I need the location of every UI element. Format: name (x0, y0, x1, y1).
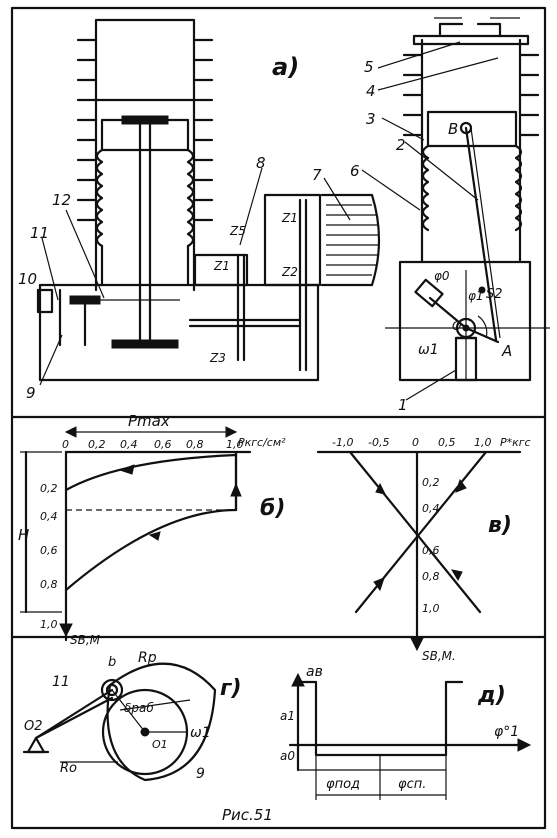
chart-b-xtick-1: 0,2 (88, 438, 106, 451)
chart-v (316, 450, 522, 652)
cam-delta: δраб (124, 701, 154, 715)
chart-b (20, 426, 252, 642)
gear-Z1: Z1 (281, 211, 298, 225)
cam-rp: Rp (138, 650, 157, 666)
num-7: 7 (312, 166, 322, 184)
num-2: 2 (396, 136, 406, 154)
cam-mechanism (22, 662, 217, 782)
chart-b-xtick-4: 0,8 (186, 438, 204, 451)
chart-b-xtick-0: 0 (62, 438, 69, 451)
num-3: 3 (366, 110, 376, 128)
num-1: 1 (398, 396, 408, 414)
right-engine (385, 17, 550, 382)
mech-A: A (501, 342, 512, 360)
chart-v-xunit: P*кгс (500, 436, 531, 449)
chart-v-ytick-3: 0,6 (422, 544, 440, 557)
chart-v-xtick-1: -0,5 (368, 436, 389, 449)
mech-phi0: φ0 (434, 269, 450, 283)
chart-b-xtick-5: 1,0 (226, 438, 244, 451)
chart-b-xunit: Pкгс/см² (238, 436, 286, 449)
chart-v-yaxis: SВ,М. (422, 649, 456, 663)
chart-v-xtick-0: -1,0 (332, 436, 353, 449)
chart-b-ytick-4: 0,8 (40, 578, 58, 591)
leaders (39, 41, 499, 401)
num-4: 4 (366, 82, 376, 100)
num-6: 6 (350, 162, 360, 180)
chart-d-phipod: φпод (326, 777, 360, 792)
mech-phi1: φ1 (468, 289, 484, 303)
cam-o1: O1 (152, 738, 168, 751)
label-panel-b: б) (260, 496, 285, 521)
num-10: 10 (18, 270, 37, 288)
left-engine (36, 18, 381, 382)
label-panel-g: г) (220, 676, 242, 701)
chart-d-phi: φ°1 (494, 724, 519, 740)
chart-d-a1: a1 (280, 709, 295, 723)
cam-omega: ω1 (190, 725, 211, 741)
chart-d-a0: a0 (280, 749, 295, 763)
num-11: 11 (30, 224, 49, 242)
gear-Z2: Z2 (281, 265, 298, 279)
chart-b-pmax: Pmax (128, 412, 170, 430)
chart-b-ytick-2: 0,4 (40, 510, 58, 523)
chart-b-ytick-3: 0,6 (40, 544, 58, 557)
mech-B: B (448, 120, 458, 138)
gear-z3: Z3 (209, 351, 226, 365)
figure-caption: Рис.51 (222, 806, 273, 824)
label-panel-v: в) (488, 513, 512, 538)
chart-b-yaxis: SВ,М (70, 633, 101, 647)
chart-v-xtick-4: 1,0 (474, 436, 492, 449)
label-panel-a: а) (272, 53, 299, 81)
cam-o2: O2 (24, 719, 43, 734)
cam-11: 11 (52, 674, 70, 690)
chart-v-ytick-1: 0,2 (422, 476, 440, 489)
cam-9: 9 (196, 766, 205, 782)
num-12: 12 (52, 191, 71, 209)
num-5: 5 (364, 58, 374, 76)
chart-v-ytick-2: 0,4 (422, 502, 440, 515)
num-8: 8 (256, 154, 266, 172)
chart-b-ytick-5: 1,0 (40, 618, 58, 631)
chart-d-phicp: φсп. (398, 777, 426, 792)
gear-z5: Z5 (229, 224, 246, 238)
cam-b: b (108, 655, 116, 670)
mech-S2: S2 (486, 287, 503, 302)
chart-b-xtick-2: 0,4 (120, 438, 138, 451)
cam-ro: Ro (60, 761, 77, 776)
chart-d-ab: aв (306, 664, 323, 680)
chart-v-ytick-4: 0,8 (422, 570, 440, 583)
chart-b-ytick-1: 0,2 (40, 482, 58, 495)
chart-v-ytick-5: 1,0 (422, 602, 440, 615)
num-9: 9 (26, 384, 36, 402)
label-panel-d: д) (477, 683, 506, 708)
mech-omega1: ω1 (418, 342, 439, 358)
chart-v-xtick-2: 0 (412, 436, 419, 449)
chart-b-ylabel: H (18, 526, 29, 544)
chart-d (288, 672, 532, 800)
gear-z1-small: Z1 (213, 259, 230, 273)
chart-v-xtick-3: 0,5 (438, 436, 456, 449)
chart-b-xtick-3: 0,6 (154, 438, 172, 451)
mech-O: O (452, 319, 461, 333)
